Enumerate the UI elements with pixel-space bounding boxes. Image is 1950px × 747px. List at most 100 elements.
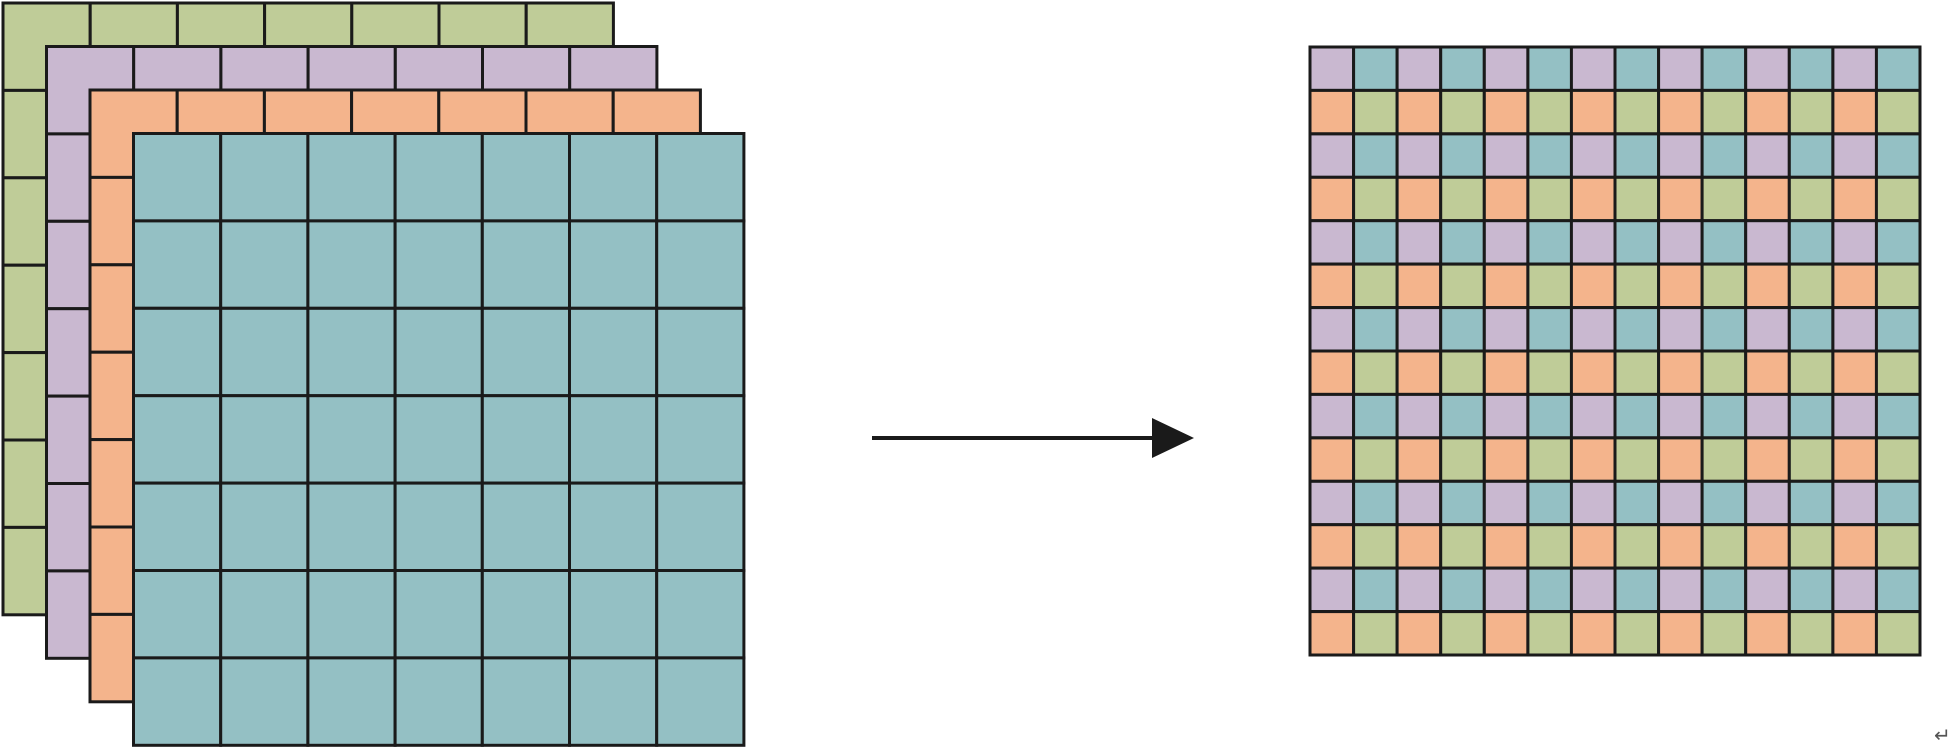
grid-cell: [1657, 88, 1704, 136]
grid-cell: [1482, 88, 1530, 136]
grid-cell: [1352, 566, 1399, 613]
grid-cell: [1439, 566, 1486, 613]
grid-cell: [1744, 610, 1791, 657]
grid-cell: [1352, 436, 1399, 483]
grid-cell: [1657, 436, 1704, 483]
grid-cell: [1352, 262, 1399, 310]
grid-cell: [655, 656, 746, 747]
grid-cell: [1395, 306, 1443, 353]
grid-cell: [219, 306, 310, 398]
grid-cell: [1700, 349, 1748, 396]
grid-cell: [1308, 306, 1356, 353]
grid-cell: [1657, 262, 1704, 310]
grid-cell: [1787, 436, 1835, 483]
grid-cell: [655, 481, 746, 573]
grid-cell: [1831, 306, 1879, 353]
grid-cell: [568, 394, 659, 485]
grid-cell: [1395, 610, 1443, 657]
grid-cell: [1526, 523, 1574, 570]
grid-cell: [1569, 88, 1617, 136]
output-rearranged-grid: [1308, 45, 1922, 657]
grid-cell: [1874, 610, 1922, 657]
grid-cell: [1526, 306, 1574, 353]
grid-cell: [1526, 436, 1574, 483]
grid-cell: [393, 219, 484, 310]
grid-cell: [1613, 392, 1661, 440]
grid-cell: [1569, 566, 1617, 613]
grid-cell: [1352, 175, 1399, 223]
grid-cell: [1787, 349, 1835, 396]
grid-cell: [1569, 219, 1617, 266]
grid-cell: [1700, 262, 1748, 310]
grid-cell: [1395, 523, 1443, 570]
grid-cell: [1874, 132, 1922, 179]
grid-cell: [219, 219, 310, 310]
grid-cell: [480, 481, 571, 573]
grid-cell: [132, 132, 223, 223]
grid-cell: [1482, 349, 1530, 396]
grid-cell: [1787, 610, 1835, 657]
grid-cell: [1657, 132, 1704, 179]
grid-cell: [393, 569, 484, 660]
grid-cell: [1439, 175, 1486, 223]
grid-cell: [1831, 175, 1879, 223]
grid-cell: [1874, 45, 1922, 92]
grid-cell: [1439, 219, 1486, 266]
grid-cell: [1657, 175, 1704, 223]
grid-cell: [480, 132, 571, 223]
grid-cell: [1395, 436, 1443, 483]
grid-cell: [1569, 262, 1617, 310]
grid-cell: [1395, 566, 1443, 613]
grid-cell: [1613, 610, 1661, 657]
grid-cell: [132, 219, 223, 310]
grid-cell: [1700, 306, 1748, 353]
grid-cell: [132, 656, 223, 747]
grid-cell: [1744, 436, 1791, 483]
grid-cell: [1831, 262, 1879, 310]
grid-cell: [1787, 566, 1835, 613]
grid-cell: [568, 219, 659, 310]
grid-cell: [1613, 479, 1661, 527]
grid-cell: [1352, 306, 1399, 353]
grid-cell: [1395, 262, 1443, 310]
grid-cell: [1352, 132, 1399, 179]
grid-cell: [393, 306, 484, 398]
grid-cell: [1831, 392, 1879, 440]
grid-cell: [1308, 175, 1356, 223]
grid-cell: [219, 481, 310, 573]
grid-cell: [1787, 523, 1835, 570]
grid-cell: [480, 569, 571, 660]
grid-cell: [1831, 610, 1879, 657]
grid-cell: [1308, 479, 1356, 527]
grid-cell: [1352, 479, 1399, 527]
grid-cell: [1526, 349, 1574, 396]
grid-cell: [1439, 88, 1486, 136]
grid-cell: [1439, 479, 1486, 527]
grid-cell: [1526, 45, 1574, 92]
grid-cell: [132, 306, 223, 398]
grid-cell: [1657, 523, 1704, 570]
grid-cell: [1569, 349, 1617, 396]
grid-cell: [306, 481, 397, 573]
grid-cell: [1657, 392, 1704, 440]
grid-cell: [1787, 306, 1835, 353]
grid-cell: [655, 306, 746, 398]
grid-cell: [1700, 523, 1748, 570]
grid-cell: [1526, 392, 1574, 440]
grid-cell: [1657, 306, 1704, 353]
layer-teal: [132, 132, 746, 747]
grid-cell: [1352, 88, 1399, 136]
grid-cell: [1831, 219, 1879, 266]
grid-cell: [1831, 523, 1879, 570]
grid-cell: [306, 569, 397, 660]
grid-cell: [1569, 479, 1617, 527]
grid-cell: [1439, 349, 1486, 396]
grid-cell: [1874, 306, 1922, 353]
grid-cell: [1874, 219, 1922, 266]
grid-cell: [219, 394, 310, 485]
grid-cell: [1831, 45, 1879, 92]
grid-cell: [1613, 262, 1661, 310]
grid-cell: [1700, 88, 1748, 136]
grid-cell: [1395, 132, 1443, 179]
grid-cell: [393, 481, 484, 573]
